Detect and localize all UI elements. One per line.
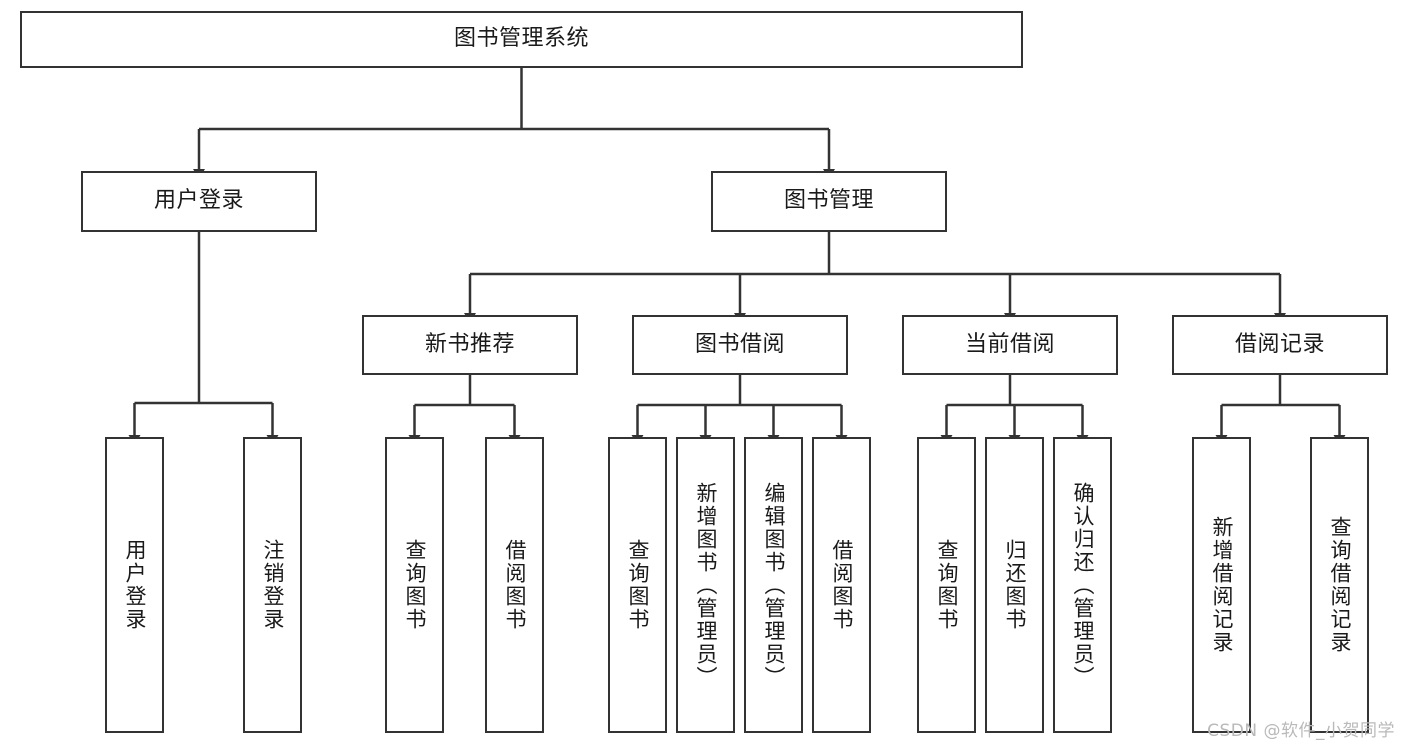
- node-label-leaf-edit-book: 编辑图书（管理员）: [762, 481, 786, 689]
- node-leaf-borrow-book-1[interactable]: 借阅图书: [485, 437, 544, 733]
- node-label-borrow-record: 借阅记录: [1234, 331, 1325, 357]
- node-label-book-borrow: 图书借阅: [694, 331, 785, 357]
- node-leaf-query-record[interactable]: 查询借阅记录: [1310, 437, 1369, 733]
- node-leaf-query-book-1[interactable]: 查询图书: [385, 437, 444, 733]
- edge-layer: [128, 68, 1346, 445]
- node-label-root: 图书管理系统: [453, 26, 589, 52]
- node-user-login[interactable]: 用户登录: [81, 171, 317, 232]
- node-label-leaf-query-book-2: 查询图书: [626, 539, 650, 631]
- watermark-label: CSDN @软件_小贺同学: [1207, 721, 1395, 741]
- node-leaf-confirm-return[interactable]: 确认归还（管理员）: [1053, 437, 1112, 733]
- node-label-leaf-query-record: 查询借阅记录: [1328, 516, 1352, 654]
- node-leaf-borrow-book-2[interactable]: 借阅图书: [812, 437, 871, 733]
- node-book-manage[interactable]: 图书管理: [711, 171, 947, 232]
- node-label-leaf-user-login: 用户登录: [123, 539, 147, 631]
- node-label-book-manage: 图书管理: [783, 188, 874, 214]
- node-label-leaf-add-record: 新增借阅记录: [1210, 516, 1234, 654]
- node-leaf-return-book[interactable]: 归还图书: [985, 437, 1044, 733]
- node-leaf-query-book-3[interactable]: 查询图书: [917, 437, 976, 733]
- node-label-current-borrow: 当前借阅: [964, 331, 1055, 357]
- node-label-leaf-confirm-return: 确认归还（管理员）: [1071, 481, 1095, 689]
- node-label-leaf-borrow-book-1: 借阅图书: [503, 539, 527, 631]
- node-label-new-book-rec: 新书推荐: [424, 331, 515, 357]
- node-label-leaf-query-book-3: 查询图书: [935, 539, 959, 631]
- node-leaf-add-record[interactable]: 新增借阅记录: [1192, 437, 1251, 733]
- node-root[interactable]: 图书管理系统: [20, 11, 1023, 68]
- node-label-leaf-borrow-book-2: 借阅图书: [830, 539, 854, 631]
- node-current-borrow[interactable]: 当前借阅: [902, 315, 1118, 375]
- node-borrow-record[interactable]: 借阅记录: [1172, 315, 1388, 375]
- node-new-book-rec[interactable]: 新书推荐: [362, 315, 578, 375]
- node-leaf-user-login[interactable]: 用户登录: [105, 437, 164, 733]
- node-leaf-user-logout[interactable]: 注销登录: [243, 437, 302, 733]
- node-label-leaf-add-book: 新增图书（管理员）: [694, 481, 718, 689]
- node-book-borrow[interactable]: 图书借阅: [632, 315, 848, 375]
- node-leaf-query-book-2[interactable]: 查询图书: [608, 437, 667, 733]
- node-leaf-edit-book[interactable]: 编辑图书（管理员）: [744, 437, 803, 733]
- node-label-leaf-user-logout: 注销登录: [261, 539, 285, 631]
- node-leaf-add-book[interactable]: 新增图书（管理员）: [676, 437, 735, 733]
- node-label-leaf-query-book-1: 查询图书: [403, 539, 427, 631]
- node-label-leaf-return-book: 归还图书: [1003, 539, 1027, 631]
- node-label-user-login: 用户登录: [153, 188, 244, 214]
